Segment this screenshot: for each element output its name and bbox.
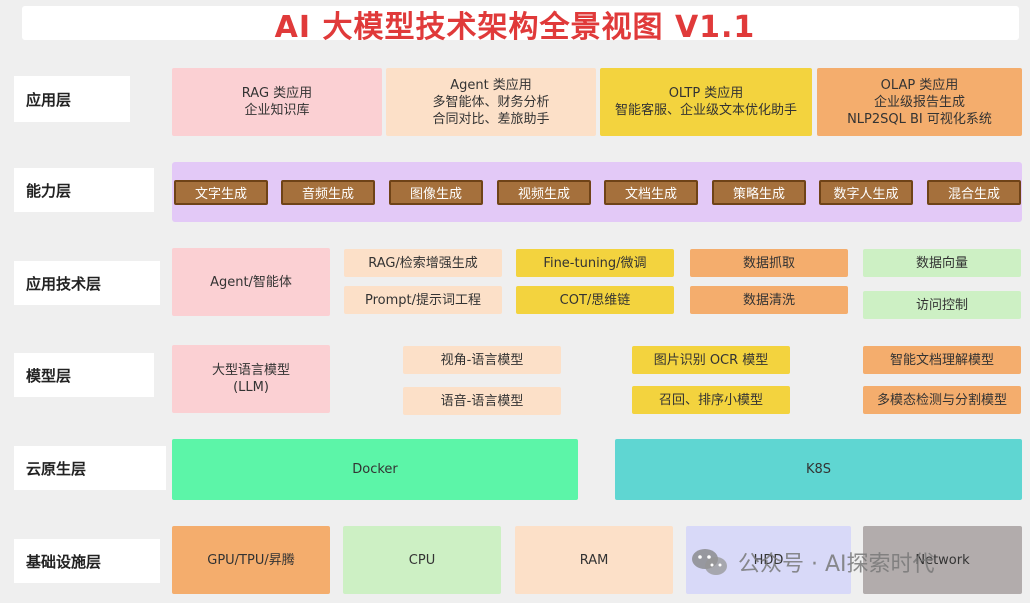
layer-label-cloud-native: 云原生层: [14, 446, 166, 490]
oltp-app-title: OLTP 类应用: [668, 86, 744, 101]
olap-app-title: OLAP 类应用: [880, 77, 959, 93]
data-vector-box: 数据向量: [863, 249, 1021, 277]
agent-app-title: Agent 类应用: [450, 77, 532, 93]
k8s-box: K8S: [615, 439, 1022, 500]
gpu-box: GPU/TPU/昇腾: [172, 526, 330, 594]
multimodal-model-box: 多模态检测与分割模型: [863, 386, 1021, 414]
speech-language-model-box: 语音-语言模型: [403, 387, 561, 415]
vision-language-model-box: 视角-语言模型: [403, 346, 561, 374]
rag-app-box: RAG 类应用 企业知识库: [172, 68, 382, 136]
layer-label-capability: 能力层: [14, 168, 154, 212]
ram-box: RAM: [515, 526, 673, 594]
olap-app-desc: 企业级报告生成: [873, 94, 965, 110]
wechat-icon: [690, 547, 730, 577]
document-understanding-model-box: 智能文档理解模型: [863, 346, 1021, 374]
llm-box: 大型语言模型 (LLM): [172, 345, 330, 413]
layer-label-app: 应用层: [14, 76, 130, 122]
layer-label-app-tech: 应用技术层: [14, 261, 160, 305]
layer-label-model: 模型层: [14, 353, 154, 397]
capability-digital-human-gen: 数字人生成: [819, 180, 913, 205]
olap-app-box: OLAP 类应用 企业级报告生成 NLP2SQL BI 可视化系统: [817, 68, 1022, 136]
agent-app-desc-2: 合同对比、差旅助手: [432, 111, 550, 127]
docker-box: Docker: [172, 439, 578, 500]
oltp-app-desc: 智能客服、企业级文本优化助手: [614, 103, 797, 118]
page-title: AI 大模型技术架构全景视图 V1.1: [274, 10, 756, 45]
prompt-tech-box: Prompt/提示词工程: [344, 286, 502, 314]
rag-tech-box: RAG/检索增强生成: [344, 249, 502, 277]
llm-line-2: (LLM): [233, 380, 269, 395]
capability-video-gen: 视频生成: [497, 180, 591, 205]
access-control-box: 访问控制: [863, 291, 1021, 319]
data-clean-box: 数据清洗: [690, 286, 848, 314]
agent-app-box: Agent 类应用 多智能体、财务分析 合同对比、差旅助手: [386, 68, 596, 136]
capability-strategy-gen: 策略生成: [712, 180, 806, 205]
ocr-model-box: 图片识别 OCR 模型: [632, 346, 790, 374]
network-box: Network: [863, 526, 1022, 594]
cpu-box: CPU: [343, 526, 501, 594]
agent-app-desc: 多智能体、财务分析: [432, 94, 550, 110]
capability-audio-gen: 音频生成: [281, 180, 375, 205]
layer-label-infrastructure: 基础设施层: [14, 539, 160, 583]
rag-app-desc: 企业知识库: [244, 103, 310, 118]
watermark: 公众号 · AI探索时代: [690, 546, 935, 578]
olap-app-desc-2: NLP2SQL BI 可视化系统: [847, 111, 992, 127]
watermark-text: 公众号 · AI探索时代: [738, 552, 935, 577]
capability-document-gen: 文档生成: [604, 180, 698, 205]
rerank-model-box: 召回、排序小模型: [632, 386, 790, 414]
rag-app-title: RAG 类应用: [241, 86, 313, 101]
agent-tech-box: Agent/智能体: [172, 248, 330, 316]
title-bar: [22, 6, 1019, 40]
capability-text-gen: 文字生成: [174, 180, 268, 205]
data-crawl-box: 数据抓取: [690, 249, 848, 277]
cot-tech-box: COT/思维链: [516, 286, 674, 314]
finetune-tech-box: Fine-tuning/微调: [516, 249, 674, 277]
oltp-app-box: OLTP 类应用 智能客服、企业级文本优化助手: [600, 68, 812, 136]
capability-hybrid-gen: 混合生成: [927, 180, 1021, 205]
llm-line-1: 大型语言模型: [211, 363, 290, 378]
capability-image-gen: 图像生成: [389, 180, 483, 205]
